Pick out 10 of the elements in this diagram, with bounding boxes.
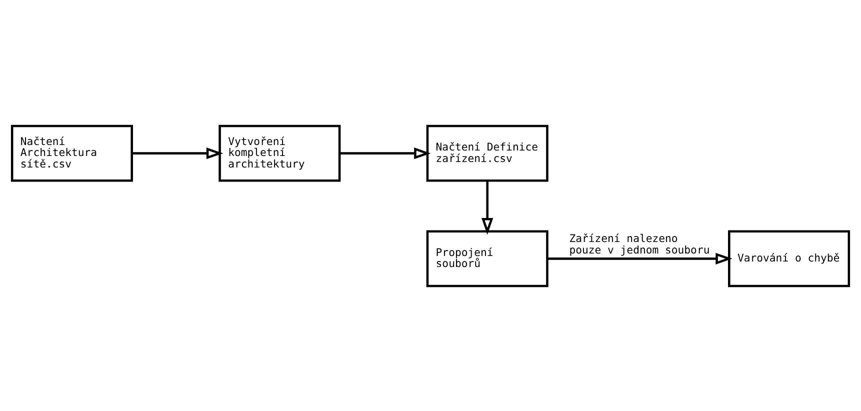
edge-label: Zařízení nalezeno pouze v jednom souboru [569, 232, 710, 256]
node-box: Načtení Definice zařízení.csv [426, 124, 548, 182]
arrow [132, 146, 224, 159]
arrow [340, 146, 431, 159]
node-box: Načtení Architektura sítě.csv [10, 124, 133, 182]
arrow [547, 252, 732, 264]
arrow [482, 180, 494, 234]
node-box: Propojení souborů [426, 230, 548, 287]
node-box: Varování o chybě [728, 230, 850, 287]
node-box: Vytvoření kompletní architektury [218, 124, 341, 182]
